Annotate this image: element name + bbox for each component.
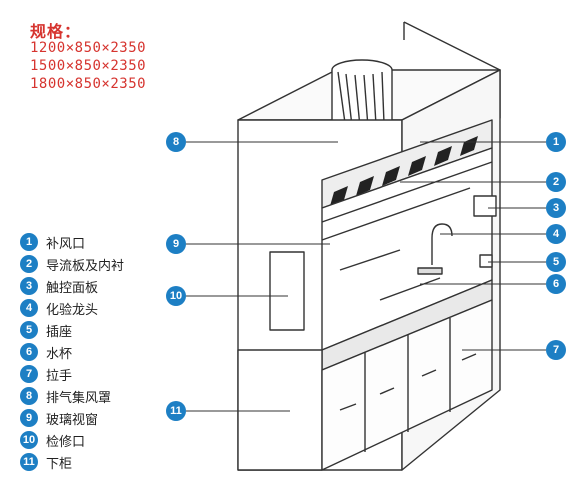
- callout-9: 9: [166, 234, 186, 254]
- callout-2: 2: [546, 172, 566, 192]
- spec-title: 规格：: [30, 22, 82, 41]
- callout-8: 8: [166, 132, 186, 152]
- legend-item-3: 3 触控面板: [20, 276, 98, 296]
- legend-item-4: 4 化验龙头: [20, 298, 98, 318]
- legend-label: 导流板及内衬: [46, 258, 125, 274]
- legend-badge: 5: [20, 321, 38, 339]
- callout-11: 11: [166, 401, 186, 421]
- legend-badge: 4: [20, 299, 38, 317]
- sink: [417, 267, 443, 275]
- legend-label: 排气集风罩: [46, 390, 112, 406]
- legend-label: 下柜: [46, 456, 73, 472]
- vent-slots: [330, 136, 478, 206]
- legend-badge: 10: [20, 431, 38, 449]
- callout-6: 6: [546, 274, 566, 294]
- callout-4: 4: [546, 224, 566, 244]
- legend-label: 检修口: [46, 434, 86, 450]
- legend-item-10: 10 检修口: [20, 430, 85, 450]
- faucet: [431, 223, 453, 265]
- legend-item-2: 2 导流板及内衬: [20, 254, 124, 274]
- legend-badge: 9: [20, 409, 38, 427]
- spec-size-2: 1500×850×2350: [30, 58, 147, 74]
- legend-item-9: 9 玻璃视窗: [20, 408, 98, 428]
- legend-item-7: 7 拉手: [20, 364, 72, 384]
- callout-7: 7: [546, 340, 566, 360]
- legend-item-1: 1 补风口: [20, 232, 85, 252]
- access-panel: [269, 251, 305, 331]
- legend-label: 补风口: [46, 236, 86, 252]
- legend-item-6: 6 水杯: [20, 342, 72, 362]
- callout-1: 1: [546, 132, 566, 152]
- legend-item-11: 11 下柜: [20, 452, 72, 472]
- callout-5: 5: [546, 252, 566, 272]
- legend-badge: 6: [20, 343, 38, 361]
- legend-badge: 1: [20, 233, 38, 251]
- spec-size-1: 1200×850×2350: [30, 40, 147, 56]
- legend-badge: 3: [20, 277, 38, 295]
- callout-10: 10: [166, 286, 186, 306]
- legend-badge: 8: [20, 387, 38, 405]
- legend-label: 水杯: [46, 346, 73, 362]
- spec-size-3: 1800×850×2350: [30, 76, 147, 92]
- legend-badge: 11: [20, 453, 38, 471]
- callout-3: 3: [546, 198, 566, 218]
- outlet: [479, 254, 493, 268]
- legend-item-5: 5 插座: [20, 320, 72, 340]
- legend-label: 触控面板: [46, 280, 99, 296]
- legend-badge: 7: [20, 365, 38, 383]
- legend-badge: 2: [20, 255, 38, 273]
- legend-item-8: 8 排气集风罩: [20, 386, 111, 406]
- legend-label: 化验龙头: [46, 302, 99, 318]
- legend-label: 玻璃视窗: [46, 412, 99, 428]
- legend-label: 插座: [46, 324, 73, 340]
- legend-label: 拉手: [46, 368, 73, 384]
- top-rim-line: [403, 21, 501, 71]
- touch-panel: [473, 195, 497, 217]
